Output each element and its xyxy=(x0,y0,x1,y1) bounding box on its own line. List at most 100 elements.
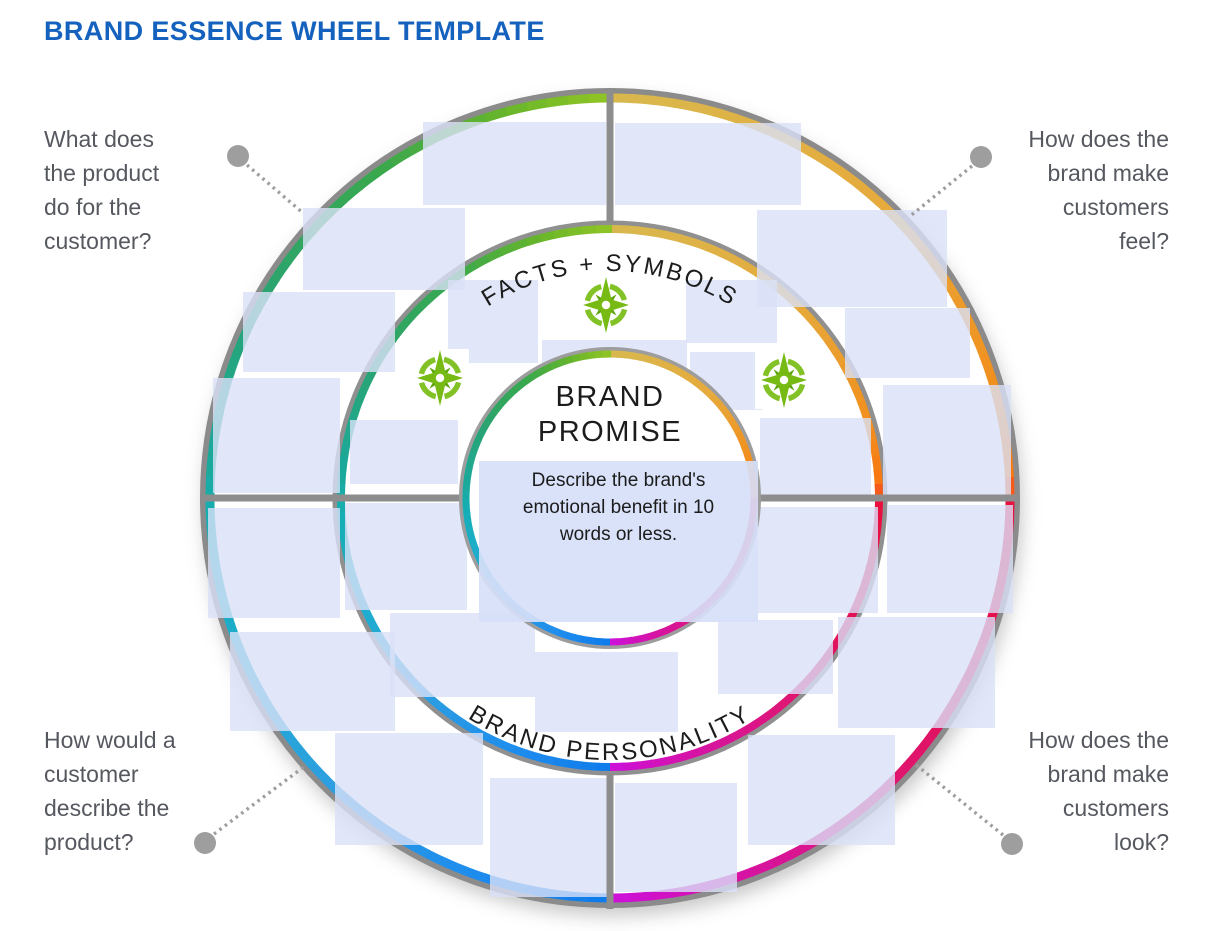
compass-star-icon xyxy=(577,276,635,334)
gradient-arc-segment xyxy=(546,95,572,108)
gradient-arc-segment xyxy=(857,400,871,419)
connector-dot xyxy=(194,832,216,854)
placeholder-boxes xyxy=(208,122,1013,897)
text-placeholder-box[interactable] xyxy=(208,508,340,618)
gradient-arc-segment xyxy=(593,637,603,646)
gradient-arc-segment xyxy=(462,481,471,491)
gradient-arc-segment xyxy=(873,469,883,487)
gradient-arc-segment xyxy=(639,353,650,363)
gradient-arc-segment xyxy=(653,357,665,368)
gradient-arc-segment xyxy=(539,230,557,243)
gradient-arc-segment xyxy=(637,226,655,237)
gradient-arc-segment xyxy=(463,473,472,484)
gradient-arc-segment xyxy=(464,466,473,477)
text-placeholder-box[interactable] xyxy=(423,122,606,205)
gradient-arc-segment xyxy=(467,451,477,462)
gradient-arc-segment xyxy=(471,547,482,558)
gradient-arc-segment xyxy=(578,635,589,644)
text-placeholder-box[interactable] xyxy=(615,783,737,892)
dotted-connector-line xyxy=(245,163,305,215)
text-placeholder-box[interactable] xyxy=(887,505,1013,613)
gradient-arc-segment xyxy=(623,636,634,645)
text-placeholder-box[interactable] xyxy=(883,385,1011,495)
gradient-arc-segment xyxy=(205,473,216,499)
gradient-arc-segment xyxy=(555,628,567,639)
gradient-arc-segment xyxy=(630,94,656,105)
question-top-right: How does the brand make customers feel? xyxy=(1028,126,1169,254)
brand-promise-description-box[interactable]: Describe the brand's emotional benefit i… xyxy=(479,461,758,622)
question-bottom-left: How would a customer describe the produc… xyxy=(44,727,176,855)
text-placeholder-box[interactable] xyxy=(230,632,395,731)
gradient-arc-segment xyxy=(692,102,718,117)
gradient-arc-segment xyxy=(525,97,552,112)
gradient-arc-segment xyxy=(548,625,560,636)
gradient-arc-segment xyxy=(338,523,349,541)
gradient-arc-segment xyxy=(678,234,697,247)
gradient-arc-segment xyxy=(529,369,541,381)
gradient-arc-segment xyxy=(567,93,593,105)
text-placeholder-box[interactable] xyxy=(335,733,483,845)
gradient-arc-segment xyxy=(563,631,574,641)
text-placeholder-box[interactable] xyxy=(615,123,801,205)
gradient-arc-segment xyxy=(585,892,611,903)
compass-star-icon xyxy=(755,351,813,409)
gradient-arc-segment xyxy=(671,98,698,112)
gradient-arc-segment xyxy=(609,225,627,234)
dotted-connector-line xyxy=(913,762,1005,837)
text-placeholder-box[interactable] xyxy=(757,210,947,307)
gradient-arc-segment xyxy=(505,101,531,116)
text-placeholder-box[interactable] xyxy=(838,617,995,728)
question-bottom-right: How does the brand make customers look? xyxy=(1028,727,1169,855)
text-placeholder-box[interactable] xyxy=(718,620,833,694)
text-placeholder-box[interactable] xyxy=(535,652,678,732)
text-placeholder-box[interactable] xyxy=(490,778,610,897)
gradient-arc-segment xyxy=(525,233,544,247)
text-placeholder-box[interactable] xyxy=(345,503,467,610)
question-top-left: What does the product do for the custome… xyxy=(44,126,160,254)
text-placeholder-box[interactable] xyxy=(845,308,970,378)
gradient-arc-segment xyxy=(462,504,471,514)
gradient-arc-segment xyxy=(465,458,475,469)
gradient-arc-segment xyxy=(593,762,611,771)
text-placeholder-box[interactable] xyxy=(243,292,395,372)
divider-line xyxy=(606,89,614,223)
gradient-arc-segment xyxy=(659,626,670,637)
brand-promise-heading: BRAND PROMISE xyxy=(537,381,683,448)
connector-dot xyxy=(227,145,249,167)
gradient-arc-segment xyxy=(666,623,677,634)
gradient-arc-segment xyxy=(680,370,692,381)
dotted-connector-line xyxy=(907,164,974,219)
gradient-arc-segment xyxy=(871,455,882,473)
text-placeholder-box[interactable] xyxy=(686,280,777,343)
text-placeholder-box[interactable] xyxy=(390,613,535,697)
gradient-arc-segment xyxy=(541,622,553,633)
gradient-arc-segment xyxy=(543,362,554,373)
gradient-arc-segment xyxy=(646,355,657,365)
text-placeholder-box[interactable] xyxy=(303,208,465,290)
connector-dot xyxy=(970,146,992,168)
gradient-arc-segment xyxy=(535,619,547,630)
text-placeholder-box[interactable] xyxy=(760,418,871,495)
gradient-arc-segment xyxy=(623,225,641,235)
text-placeholder-box[interactable] xyxy=(350,420,458,484)
divider-line xyxy=(606,773,614,909)
gradient-arc-segment xyxy=(338,453,349,471)
gradient-arc-segment xyxy=(512,237,531,251)
text-placeholder-box[interactable] xyxy=(748,735,895,845)
gradient-arc-segment xyxy=(648,888,674,901)
text-placeholder-box[interactable] xyxy=(213,378,340,493)
gradient-arc-segment xyxy=(553,228,571,239)
compass-star-icon xyxy=(411,349,469,407)
connector-dot xyxy=(1001,833,1023,855)
label-connectors xyxy=(194,145,1023,855)
gradient-arc-segment xyxy=(550,359,561,370)
gradient-arc-segment xyxy=(617,350,627,359)
gradient-arc-segment xyxy=(645,631,656,641)
gradient-arc-segment xyxy=(585,636,596,645)
text-placeholder-box[interactable] xyxy=(758,507,878,613)
gradient-arc-segment xyxy=(350,398,364,417)
gradient-arc-segment xyxy=(594,350,604,359)
gradient-arc-segment xyxy=(567,226,585,237)
